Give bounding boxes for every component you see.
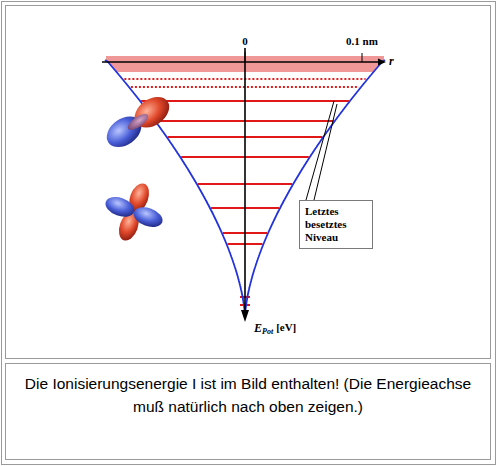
axis-origin: 0 [242, 36, 248, 47]
axis-unit: [eV] [276, 322, 296, 333]
scale-mark: 0.1 nm [346, 36, 378, 47]
axis-label: E [254, 322, 262, 334]
caption: Die Ionisierungsenergie I ist im Bild en… [12, 372, 484, 418]
axis-label: r [389, 55, 394, 67]
axis-subscript: Pot [262, 328, 273, 336]
callout-text: Letztes besetztes Niveau [305, 205, 367, 244]
callout-box: Letztes besetztes Niveau [299, 200, 373, 249]
